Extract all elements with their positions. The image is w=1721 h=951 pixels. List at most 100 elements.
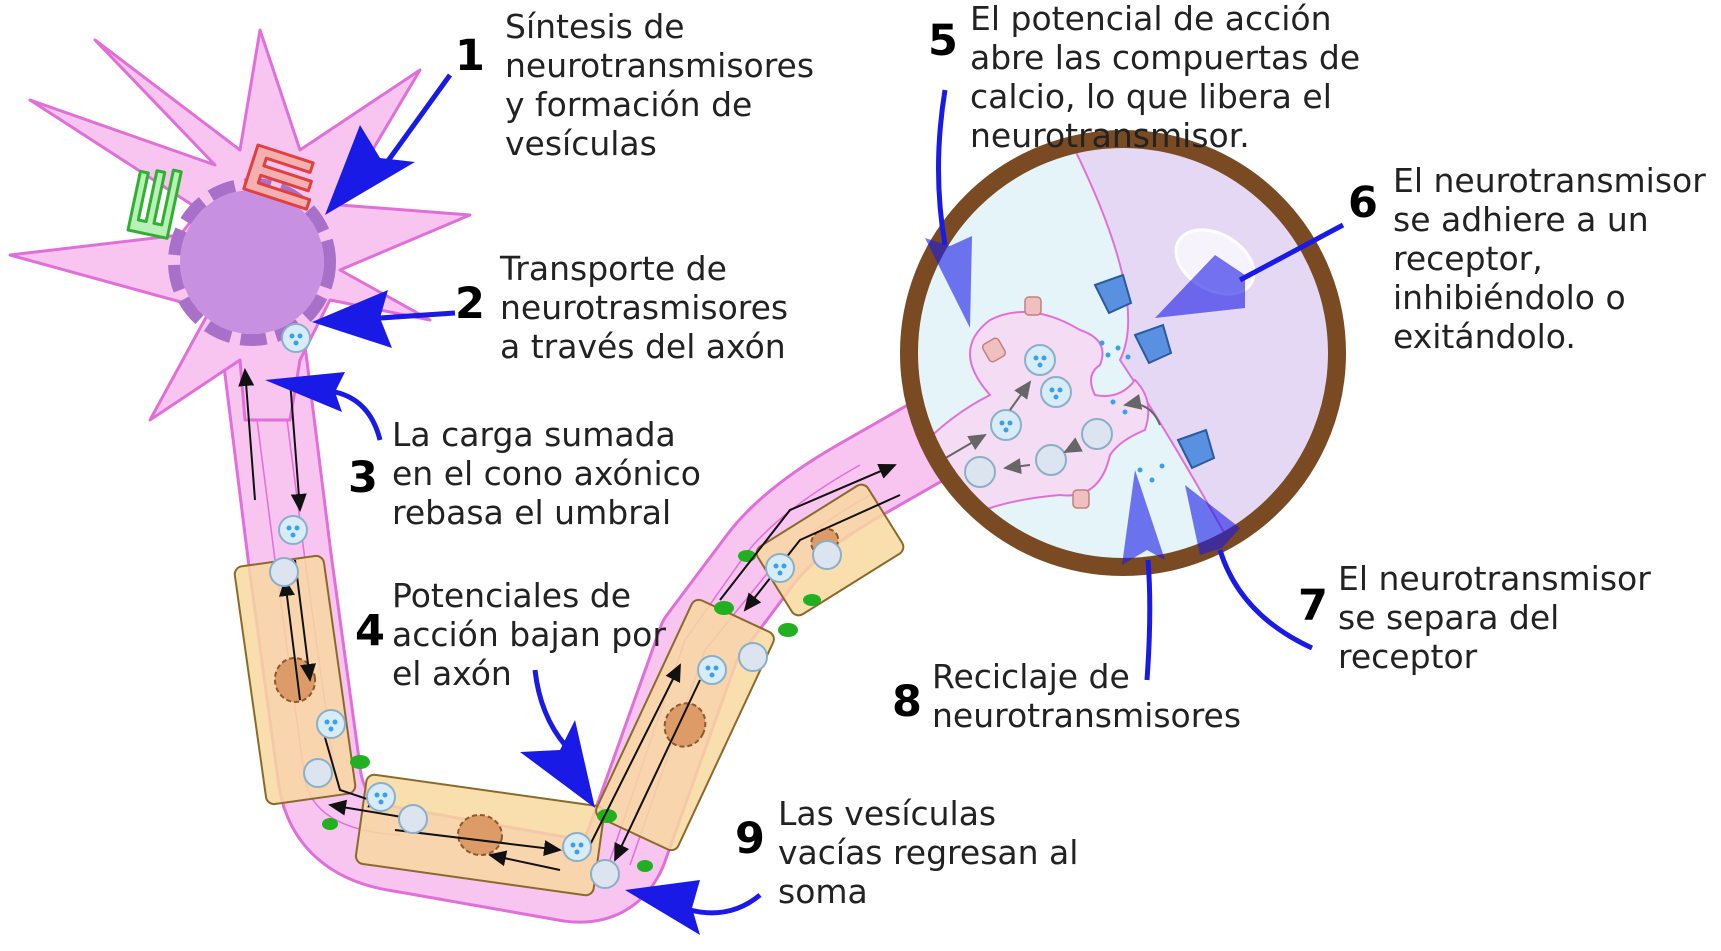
schwann-nucleus [663,702,707,748]
svg-text:Síntesis de neurotrans: Síntesis de neurotransmisores y formació… [505,7,825,163]
svg-text:Potenciales de acción: Potenciales de acción bajan por el axón [392,576,676,693]
synapse-magnifier [900,130,1346,576]
step-number: 2 [455,279,485,329]
callout-arrow-4 [520,669,595,808]
step-text-line: calcio, lo que libera el [970,77,1332,116]
step-text-line: El potencial de acción [970,0,1332,38]
vesicle-icon [990,409,1022,441]
step-text-line: en el cono axónico [392,454,701,493]
endoplasmic-reticulum-icon [126,168,183,240]
callout-arrow-9 [625,880,762,935]
callout-arrow-7 [1185,485,1314,651]
myelin-sheath-3 [595,598,775,852]
step-number: 8 [892,677,922,727]
empty-vesicle [398,804,428,834]
step-text-line: Síntesis de [505,7,685,46]
step-text-line: rebasa el umbral [392,493,671,532]
callout-arrow-5 [925,89,972,328]
step-text-line: neurotrasmisores [500,288,788,327]
step-3: 3 La carga sumada en el cono axónico reb… [348,415,711,532]
step-text-line: y formación de [505,85,752,124]
step-number: 5 [928,16,958,66]
neurotransmitter-molecules [1099,340,1165,483]
myelin-sheaths [233,483,905,897]
step-text-line: Las vesículas [778,794,996,833]
callout-arrow-8 [1122,470,1165,681]
step-text-line: vacías regresan al [778,833,1078,872]
myelin-sheath-1 [233,554,357,806]
vesicle-icon [278,515,308,545]
step-text-line: neurotransmisores [932,696,1241,735]
vesicle-icon [281,323,311,353]
step-4: 4 Potenciales de acción bajan por el axó… [355,576,676,693]
svg-text:La carga sumada en el: La carga sumada en el cono axónico rebas… [392,415,711,532]
step-8: 8 Reciclaje de neurotransmisores [892,657,1241,735]
step-text-line: Reciclaje de [932,657,1130,696]
empty-vesicle [1035,444,1067,476]
vesicle-icon [697,655,727,685]
step-6: 6 El neurotransmisor se adhiere a un rec… [1348,161,1716,356]
svg-text:Transporte de neurotra: Transporte de neurotrasmisores a través … [499,249,799,366]
step-text-line: se adhiere a un [1393,200,1649,239]
step-text-line: El neurotransmisor [1393,161,1706,200]
empty-vesicle [590,859,620,889]
step-text-line: vesículas [505,124,657,163]
step-text-line: se separa del [1338,598,1559,637]
step-text-line: a través del axón [500,327,786,366]
empty-vesicle [269,557,299,587]
svg-text:El neurotransmisor se: El neurotransmisor se adhiere a un recep… [1393,161,1716,356]
step-number: 4 [355,606,385,656]
step-9: 9 Las vesículas vacías regresan al soma [735,794,1089,911]
step-number: 7 [1298,581,1328,631]
step-text-line: neurotransmisores [505,46,814,85]
golgi-apparatus-icon [242,143,315,211]
svg-text:El neurotransmisor se: El neurotransmisor se separa del recepto… [1338,559,1661,676]
svg-text:Reciclaje de neurotran: Reciclaje de neurotransmisores [932,657,1241,735]
cell-body-soma [8,28,472,422]
schwann-nucleus [457,813,503,857]
vesicle-icon [366,782,396,812]
vesicle-icon [316,709,346,739]
vesicle-icon [562,832,592,862]
callout-arrow-1 [325,73,453,215]
step-text-line: soma [778,872,868,911]
step-text-line: acción bajan por [392,615,666,654]
step-text-line: El neurotransmisor [1338,559,1651,598]
step-number: 1 [455,31,485,81]
step-number: 9 [735,814,765,864]
nucleus [180,190,324,334]
step-text-line: exitándolo. [1393,317,1576,356]
step-number: 3 [348,453,378,503]
step-2: 2 Transporte de neurotrasmisores a travé… [455,249,799,366]
step-1: 1 Síntesis de neurotransmisores y formac… [455,7,825,163]
callout-arrows [265,73,1345,935]
svg-text:Las vesículas vacías r: Las vesículas vacías regresan al soma [778,794,1089,911]
step-text-line: receptor [1338,637,1478,676]
step-5: 5 El potencial de acción abre las compue… [928,0,1371,155]
svg-text:El potencial de acción: El potencial de acción abre las compuert… [970,0,1371,155]
vesicle-icon [1024,344,1056,376]
calcium-channel-icon [981,296,1090,509]
callout-arrow-3 [265,372,383,441]
step-text-line: inhibiéndolo o [1393,278,1626,317]
step-number: 6 [1348,178,1378,228]
step-text-line: neurotransmisor. [970,116,1250,155]
callout-arrow-2 [312,290,456,348]
empty-vesicle [812,540,842,570]
empty-vesicle [738,642,768,672]
vesicles-axon [269,323,842,889]
step-text-line: abre las compuertas de [970,38,1360,77]
step-text-line: el axón [392,654,512,693]
step-text-line: La carga sumada [392,415,676,454]
magnifier-icon [900,130,1346,576]
empty-vesicle [1081,418,1113,450]
vesicle-icon [1040,376,1072,408]
empty-vesicle [964,456,996,488]
step-labels: 1 Síntesis de neurotransmisores y formac… [348,0,1716,911]
receptor-icon [1093,273,1216,470]
step-7: 7 El neurotransmisor se separa del recep… [1298,559,1661,676]
step-text-line: Transporte de [499,249,727,288]
callout-arrow-6 [1155,222,1345,318]
step-text-line: receptor, [1393,239,1543,278]
